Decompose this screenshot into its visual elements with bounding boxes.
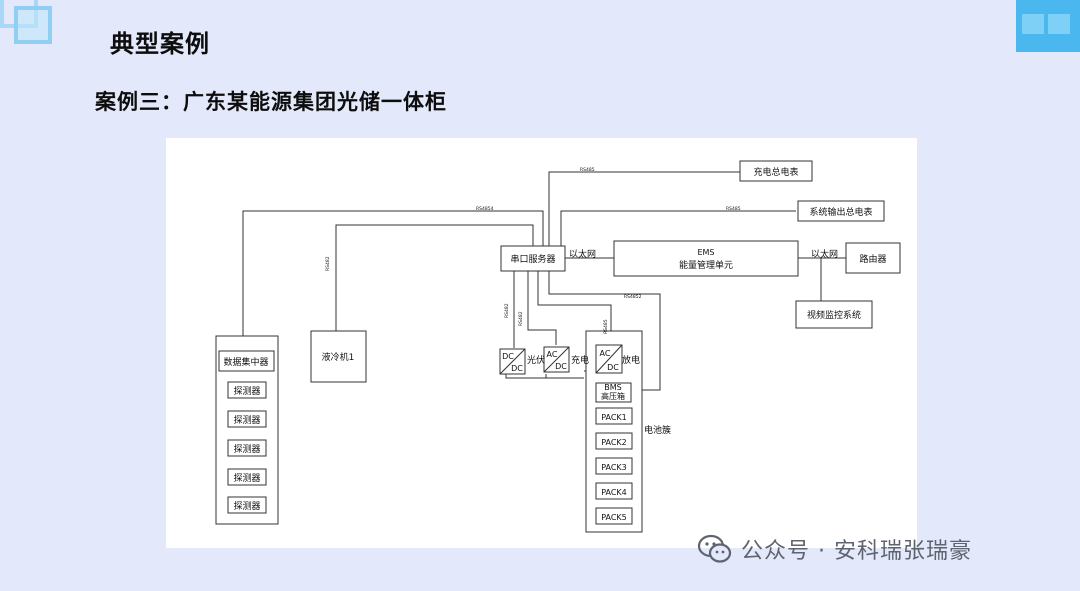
pack-box xyxy=(595,507,633,525)
pv-acdc-bottom-label: DC xyxy=(555,362,567,371)
detector-label: 探测器 xyxy=(233,385,260,397)
video-box xyxy=(795,300,873,329)
rs485-label: RS485 xyxy=(726,206,741,212)
rs485-pv-label: RS482 xyxy=(518,311,524,326)
detector-label: 探测器 xyxy=(233,500,260,512)
corner-decoration-left xyxy=(0,0,52,44)
pv-acdc-top-label: AC xyxy=(547,350,558,359)
corner-decoration-right xyxy=(1016,0,1080,52)
bms-bottom-label: 高压箱 xyxy=(601,391,625,401)
dcdc-top-label: DC xyxy=(502,352,514,361)
case-subtitle: 案例三：广东某能源集团光储一体柜 xyxy=(95,90,447,114)
detector-box xyxy=(227,496,267,514)
rs4854-label: RS4854 xyxy=(476,206,494,212)
watermark-text: 公众号 · 安科瑞张瑞豪 xyxy=(741,539,972,564)
data-concentrator-box xyxy=(218,350,275,372)
ems-subtitle: 能量管理单元 xyxy=(679,259,733,271)
video-label: 视频监控系统 xyxy=(807,309,861,321)
rs485-battery-label: RS485 xyxy=(603,319,609,334)
watermark: 公众号 · 安科瑞张瑞豪 xyxy=(697,533,972,565)
detector-box xyxy=(227,410,267,428)
pack1-label: PACK1 xyxy=(601,413,627,422)
bms-top-label: BMS xyxy=(604,383,621,392)
pack-box xyxy=(595,432,633,450)
battery-cluster-label: 电池簇 xyxy=(644,424,671,436)
system-diagram-svg: 充电总电表 系统输出总电表 串口服务器 EMS 能量管理单元 路由器 视频监控系… xyxy=(215,160,901,533)
bat-acdc-top-label: AC xyxy=(600,349,611,358)
ethernet-label: 以太网 xyxy=(811,248,838,260)
pack5-label: PACK5 xyxy=(601,513,627,522)
detector-box xyxy=(227,381,267,399)
serial-server-box xyxy=(500,245,566,272)
router-label: 路由器 xyxy=(859,253,886,265)
bms-box xyxy=(595,382,632,403)
pack-box xyxy=(595,457,633,475)
rs485-chiller-label: RS482 xyxy=(325,256,331,271)
pack2-label: PACK2 xyxy=(601,438,627,447)
detector-label: 探测器 xyxy=(233,414,260,426)
charge-label: 充电 xyxy=(571,354,589,366)
pack3-label: PACK3 xyxy=(601,463,627,472)
ems-title: EMS xyxy=(697,248,714,257)
page-title: 典型案例 xyxy=(110,30,210,58)
data-concentrator-label: 数据集中器 xyxy=(223,356,268,368)
ethernet-label: 以太网 xyxy=(569,248,596,260)
wechat-icon xyxy=(697,534,732,563)
meter-charge-box xyxy=(739,160,813,182)
detector-label: 探测器 xyxy=(233,443,260,455)
detector-box xyxy=(227,439,267,457)
pv-label: 光伏 xyxy=(527,354,545,366)
chiller-box xyxy=(310,330,367,383)
detector-label: 探测器 xyxy=(233,472,260,484)
bat-acdc-bottom-label: DC xyxy=(607,363,619,372)
detector-box xyxy=(227,468,267,486)
dcdc-bottom-label: DC xyxy=(511,364,523,373)
meter-output-label: 系统输出总电表 xyxy=(809,206,872,218)
discharge-label: 放电 xyxy=(622,354,640,366)
chiller-label: 液冷机1 xyxy=(322,351,355,363)
rs4852-label: RS4852 xyxy=(624,294,642,300)
ems-box xyxy=(613,240,799,277)
router-box xyxy=(845,242,901,274)
pack-box xyxy=(595,407,633,425)
meter-charge-label: 充电总电表 xyxy=(753,166,798,178)
pack-box xyxy=(595,482,633,500)
system-diagram: 充电总电表 系统输出总电表 串口服务器 EMS 能量管理单元 路由器 视频监控系… xyxy=(166,138,917,548)
serial-server-label: 串口服务器 xyxy=(510,253,555,265)
rs485-label: RS485 xyxy=(580,167,595,173)
rs485-dcdc-label: RS482 xyxy=(504,303,510,318)
pack4-label: PACK4 xyxy=(601,488,627,497)
meter-output-box xyxy=(797,200,885,222)
